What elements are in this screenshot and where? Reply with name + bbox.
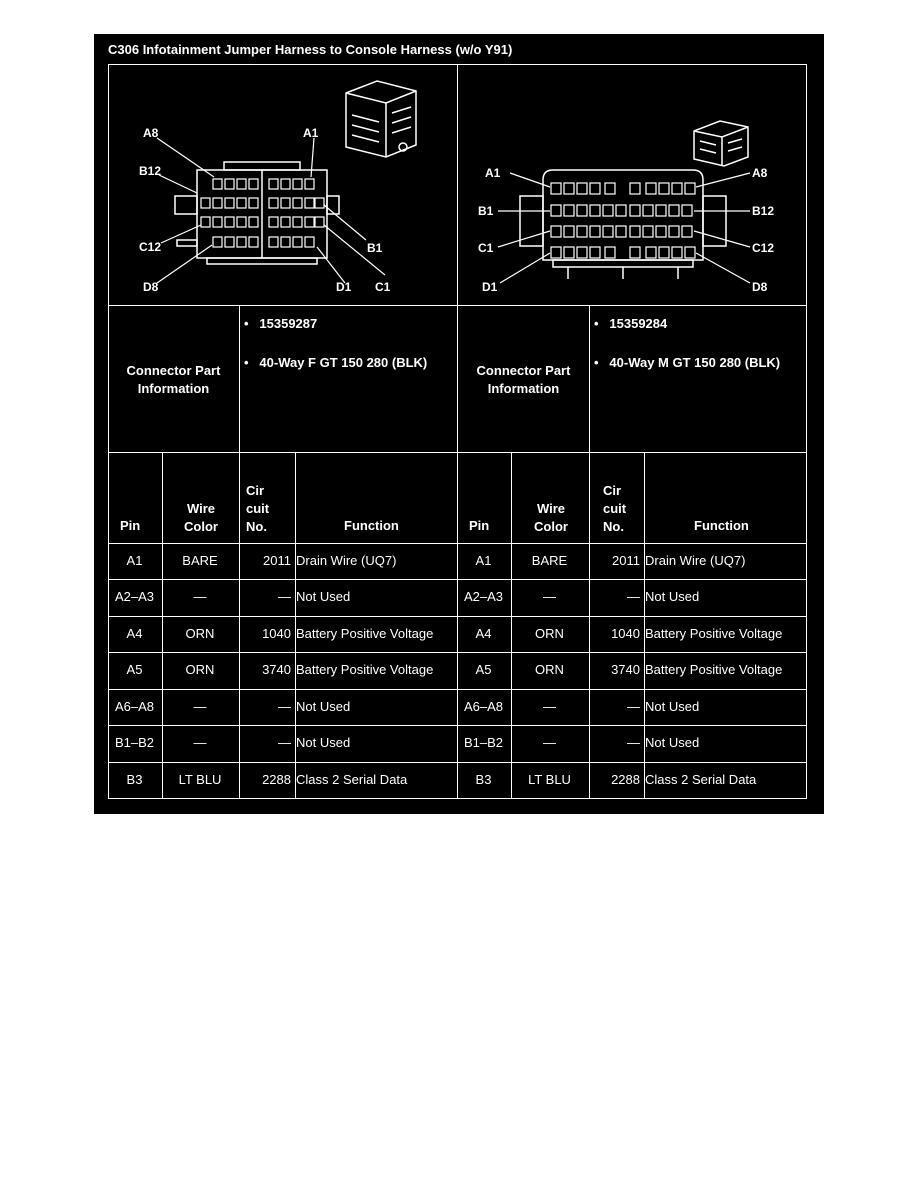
circuit-cell: 3740 bbox=[262, 662, 291, 677]
wire-color-cell: LT BLU bbox=[178, 772, 222, 787]
label-c1: C1 bbox=[375, 280, 391, 294]
function-cell: Not Used bbox=[296, 699, 351, 714]
circuit-cell: — bbox=[278, 589, 291, 604]
circuit-cell: — bbox=[627, 699, 640, 714]
pin-cell: A1 bbox=[126, 553, 143, 568]
wire-color-cell: — bbox=[193, 699, 207, 714]
label-b12: B12 bbox=[752, 204, 774, 218]
female-connector-diagram: A8 A1 B12 B1 C12 C1 D8 D1 bbox=[139, 80, 417, 294]
circuit-cell: 2011 bbox=[263, 553, 291, 568]
connector-document: C306 Infotainment Jumper Harness to Cons… bbox=[94, 34, 824, 814]
circuit-cell: — bbox=[278, 735, 291, 750]
header-function: Function bbox=[344, 518, 399, 533]
header-circuit: Cir cuit No. bbox=[603, 483, 627, 534]
wire-color-cell: ORN bbox=[535, 662, 564, 677]
right-part-bullet-1: • 15359284 bbox=[594, 316, 668, 331]
header-circuit: Cir cuit No. bbox=[246, 483, 270, 534]
circuit-cell: 2011 bbox=[612, 553, 640, 568]
pin-cell: A6–A8 bbox=[114, 699, 155, 714]
left-part-desc: 40-Way F GT 150 280 (BLK) bbox=[259, 355, 428, 370]
label-d8: D8 bbox=[143, 280, 159, 294]
left-part-bullet-1: • 15359287 bbox=[244, 316, 318, 331]
wire-color-cell: — bbox=[543, 589, 556, 604]
header-pin: Pin bbox=[120, 518, 141, 533]
wire-color-cell: — bbox=[543, 699, 556, 714]
pin-cell: A4 bbox=[475, 626, 492, 641]
header-wire-color: Wire Color bbox=[184, 501, 218, 534]
label-c1: C1 bbox=[478, 241, 494, 255]
pin-cell: A6–A8 bbox=[463, 699, 504, 714]
wire-color-cell: BARE bbox=[182, 553, 218, 568]
label-a1: A1 bbox=[303, 126, 319, 140]
wire-color-cell: BARE bbox=[531, 553, 568, 568]
document-title: C306 Infotainment Jumper Harness to Cons… bbox=[108, 42, 513, 57]
function-cell: Class 2 Serial Data bbox=[296, 772, 408, 787]
wire-color-cell: ORN bbox=[185, 662, 215, 677]
right-part-number: 15359284 bbox=[609, 316, 668, 331]
wire-color-cell: — bbox=[543, 735, 556, 750]
right-part-desc: 40-Way M GT 150 280 (BLK) bbox=[609, 355, 781, 370]
circuit-cell: 1040 bbox=[262, 626, 291, 641]
label-c12: C12 bbox=[139, 240, 161, 254]
pin-cell: A1 bbox=[475, 553, 492, 568]
function-cell: Battery Positive Voltage bbox=[296, 626, 434, 641]
pin-cell: A5 bbox=[475, 662, 492, 677]
pin-cell: B3 bbox=[475, 772, 492, 787]
pin-cell: A2–A3 bbox=[463, 589, 504, 604]
circuit-cell: 3740 bbox=[611, 662, 640, 677]
function-cell: Not Used bbox=[645, 735, 700, 750]
function-cell: Drain Wire (UQ7) bbox=[296, 553, 397, 568]
male-connector-diagram: A1 A8 B1 B12 C1 C12 D1 D8 bbox=[478, 120, 774, 294]
left-part-bullet-2: • 40-Way F GT 150 280 (BLK) bbox=[244, 355, 428, 370]
pin-cell: A4 bbox=[126, 626, 143, 641]
wire-color-cell: LT BLU bbox=[528, 772, 571, 787]
pin-cell: A2–A3 bbox=[114, 589, 155, 604]
wire-color-cell: ORN bbox=[535, 626, 564, 641]
pin-cell: A5 bbox=[126, 662, 143, 677]
wire-color-cell: — bbox=[193, 589, 207, 604]
label-d8: D8 bbox=[752, 280, 768, 294]
label-d1: D1 bbox=[482, 280, 498, 294]
pin-cell: B1–B2 bbox=[463, 735, 504, 750]
right-part-bullet-2: • 40-Way M GT 150 280 (BLK) bbox=[594, 355, 781, 370]
pin-cell: B1–B2 bbox=[114, 735, 155, 750]
function-cell: Not Used bbox=[296, 589, 351, 604]
circuit-cell: 1040 bbox=[611, 626, 640, 641]
label-c12: C12 bbox=[752, 241, 774, 255]
function-cell: Not Used bbox=[645, 589, 700, 604]
label-b1: B1 bbox=[478, 204, 494, 218]
header-wire-color: Wire Color bbox=[534, 501, 568, 534]
label-d1: D1 bbox=[336, 280, 352, 294]
circuit-cell: 2288 bbox=[262, 772, 291, 787]
label-a8: A8 bbox=[752, 166, 768, 180]
header-function: Function bbox=[694, 518, 749, 533]
function-cell: Not Used bbox=[645, 699, 700, 714]
label-b1: B1 bbox=[367, 241, 383, 255]
header-pin: Pin bbox=[469, 518, 490, 533]
function-cell: Not Used bbox=[296, 735, 351, 750]
label-a8: A8 bbox=[143, 126, 159, 140]
pin-cell: B3 bbox=[126, 772, 143, 787]
circuit-cell: — bbox=[627, 735, 640, 750]
left-part-info-label: Connector Part Information bbox=[126, 363, 221, 396]
function-cell: Battery Positive Voltage bbox=[645, 626, 783, 641]
function-cell: Class 2 Serial Data bbox=[645, 772, 757, 787]
left-part-number: 15359287 bbox=[259, 316, 318, 331]
function-cell: Drain Wire (UQ7) bbox=[645, 553, 746, 568]
circuit-cell: 2288 bbox=[611, 772, 640, 787]
wire-color-cell: — bbox=[193, 735, 207, 750]
circuit-cell: — bbox=[278, 699, 291, 714]
circuit-cell: — bbox=[627, 589, 640, 604]
function-cell: Battery Positive Voltage bbox=[645, 662, 783, 677]
label-b12: B12 bbox=[139, 164, 161, 178]
right-part-info-label: Connector Part Information bbox=[476, 363, 571, 396]
function-cell: Battery Positive Voltage bbox=[296, 662, 434, 677]
label-a1: A1 bbox=[485, 166, 501, 180]
wire-color-cell: ORN bbox=[185, 626, 215, 641]
